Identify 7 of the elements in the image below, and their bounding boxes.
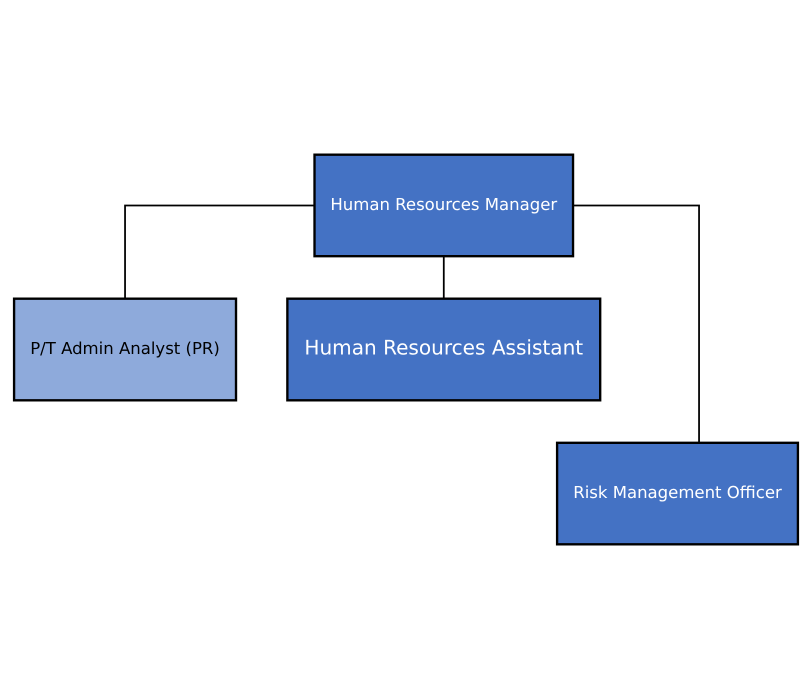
connector — [442, 256, 444, 298]
node-box: P/T Admin Analyst (PR) — [12, 297, 237, 401]
node-box: Human Resources Manager — [312, 153, 574, 257]
node-box: Human Resources Assistant — [286, 297, 601, 401]
connector — [572, 204, 700, 442]
node-box: Risk Management Officer — [555, 441, 799, 545]
connector — [124, 204, 314, 298]
